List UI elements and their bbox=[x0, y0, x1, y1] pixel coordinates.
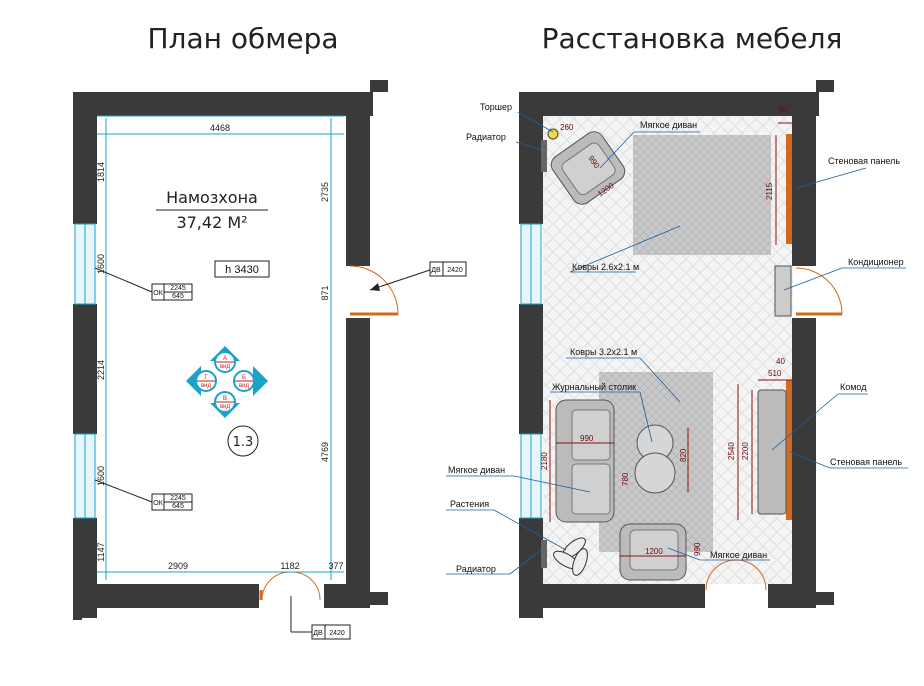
svg-text:2200: 2200 bbox=[741, 442, 750, 460]
svg-text:ОК: ОК bbox=[153, 500, 163, 507]
wall-bottom-left bbox=[73, 584, 259, 608]
komod bbox=[757, 389, 787, 515]
svg-text:40: 40 bbox=[776, 357, 785, 366]
svg-text:2420: 2420 bbox=[329, 630, 345, 637]
rug-1 bbox=[633, 135, 771, 255]
wall-right-top bbox=[346, 92, 370, 266]
dim-bottom-1: 2909 bbox=[168, 561, 188, 571]
wall-top bbox=[73, 92, 373, 116]
svg-text:2115: 2115 bbox=[765, 182, 774, 200]
svg-text:Б: Б bbox=[242, 375, 246, 381]
wall-panel-bottom bbox=[786, 380, 792, 520]
dim-left-4: 1600 bbox=[96, 466, 106, 486]
svg-text:В: В bbox=[223, 396, 227, 402]
svg-text:вид: вид bbox=[220, 404, 231, 410]
furniture-plan-title: Расстановка мебеля bbox=[542, 22, 843, 55]
label-sofa-top: Мягкое диван bbox=[640, 120, 697, 130]
svg-text:260: 260 bbox=[560, 123, 574, 132]
room-tag-circle bbox=[227, 425, 259, 457]
room-tag: 1.3 bbox=[233, 435, 254, 450]
svg-text:вид: вид bbox=[239, 383, 250, 389]
svg-text:ДВ: ДВ bbox=[313, 630, 323, 637]
height-box bbox=[214, 260, 270, 278]
wall-right-bottom bbox=[346, 318, 370, 592]
label-wall-panel-top: Стеновая панель bbox=[828, 156, 900, 166]
wall-bottom-right bbox=[324, 584, 370, 608]
survey-plan-title: План обмера bbox=[148, 22, 339, 55]
survey-plan: 4468 1814 1600 2214 1600 1147 2735 871 4… bbox=[73, 80, 467, 640]
dim-left-2: 1600 bbox=[96, 254, 106, 274]
dim-left-3: 2214 bbox=[96, 360, 106, 380]
room-height: h 3430 bbox=[225, 264, 259, 276]
dim-right-2: 871 bbox=[320, 285, 330, 300]
svg-text:Г: Г bbox=[204, 375, 208, 381]
room-name: Намозхона bbox=[166, 188, 258, 207]
label-coffee-table: Журнальный столик bbox=[552, 382, 636, 392]
room-area: 37,42 М² bbox=[176, 213, 247, 232]
label-rug-2: Ковры 3.2x2.1 м bbox=[570, 347, 637, 357]
coffee-table-2 bbox=[634, 452, 676, 494]
svg-text:ОК: ОК bbox=[153, 290, 163, 297]
svg-text:990: 990 bbox=[580, 434, 594, 443]
dim-right-1: 2735 bbox=[320, 182, 330, 202]
svg-text:645: 645 bbox=[172, 293, 184, 300]
view-markers: А вид Б вид В вид Г вид bbox=[186, 346, 268, 418]
svg-text:645: 645 bbox=[172, 503, 184, 510]
label-conditioner: Кондиционер bbox=[848, 257, 904, 267]
svg-text:вид: вид bbox=[201, 383, 212, 389]
dim-bottom-3: 377 bbox=[328, 561, 343, 571]
label-plants: Растения bbox=[450, 499, 489, 509]
svg-text:2245: 2245 bbox=[170, 285, 186, 292]
dim-right-3: 4769 bbox=[320, 442, 330, 462]
label-komod: Комод bbox=[840, 382, 867, 392]
svg-text:510: 510 bbox=[768, 369, 782, 378]
label-sofa-bottom: Мягкое диван bbox=[710, 550, 767, 560]
label-torsher: Торшер bbox=[480, 102, 512, 112]
label-wall-panel-bottom: Стеновая панель bbox=[830, 457, 902, 467]
dim-top: 4468 bbox=[210, 123, 230, 133]
dim-left-5: 1147 bbox=[96, 542, 106, 561]
door-tag-bottom bbox=[311, 624, 351, 640]
svg-text:990: 990 bbox=[693, 542, 702, 556]
dim-left-1: 1814 bbox=[96, 162, 106, 182]
svg-text:вид: вид bbox=[220, 364, 231, 370]
svg-text:780: 780 bbox=[621, 472, 630, 486]
label-radiator-bottom: Радиатор bbox=[456, 564, 496, 574]
radiator-top bbox=[541, 140, 547, 172]
svg-text:А: А bbox=[223, 356, 227, 362]
door-tag-right bbox=[429, 261, 467, 277]
floor-lamp bbox=[547, 128, 559, 140]
svg-text:820: 820 bbox=[679, 448, 688, 462]
svg-text:ДВ: ДВ bbox=[431, 267, 441, 274]
svg-text:2245: 2245 bbox=[170, 495, 186, 502]
wall-panel-top bbox=[786, 134, 792, 244]
plants bbox=[553, 537, 588, 576]
svg-text:1200: 1200 bbox=[645, 547, 663, 556]
svg-text:40: 40 bbox=[778, 105, 787, 114]
svg-text:2420: 2420 bbox=[447, 267, 463, 274]
wall-left-mid bbox=[73, 304, 97, 434]
furniture-plan: 40 260 990 1200 2115 40 510 2540 2200 99… bbox=[446, 80, 908, 618]
dim-bottom-2: 1182 bbox=[280, 561, 299, 571]
label-rug-1: Ковры 2.6x2.1 м bbox=[572, 262, 639, 272]
armchair-top bbox=[550, 131, 626, 205]
label-radiator-top: Радиатор bbox=[466, 132, 506, 142]
radiator-bottom bbox=[541, 540, 547, 568]
label-sofa-left: Мягкое диван bbox=[448, 465, 505, 475]
svg-text:2180: 2180 bbox=[540, 452, 549, 470]
svg-text:2540: 2540 bbox=[727, 442, 736, 460]
air-conditioner bbox=[774, 265, 792, 317]
